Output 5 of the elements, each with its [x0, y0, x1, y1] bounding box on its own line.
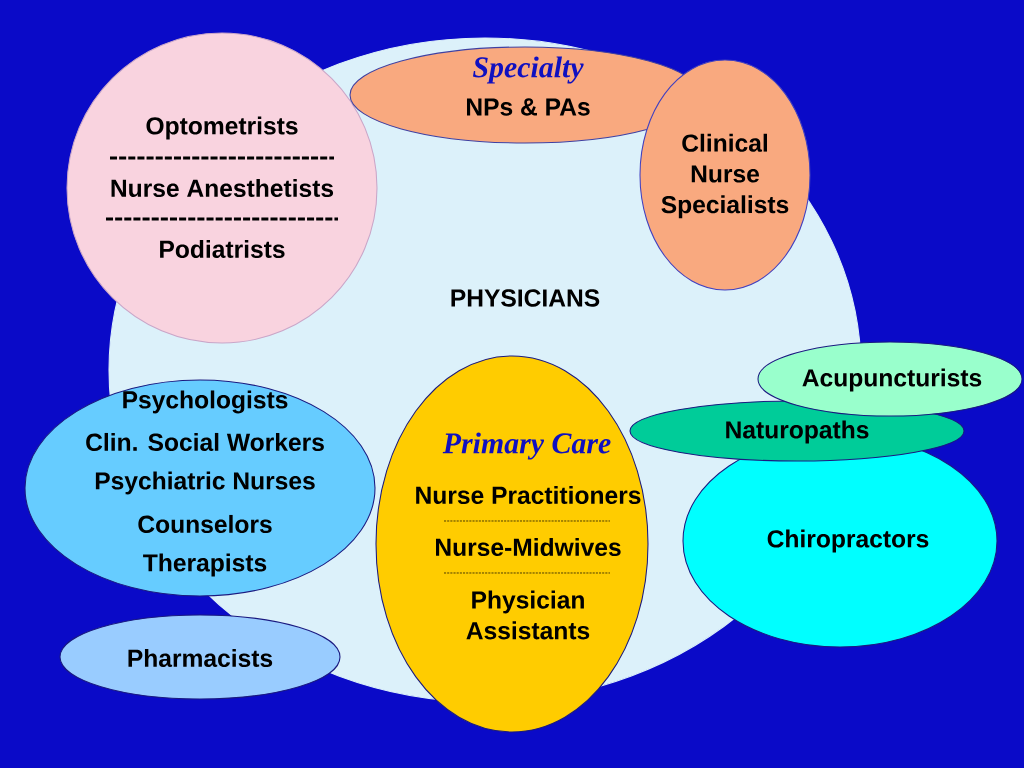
- oval-bubble: Primary Care Nurse Practitioners Nurse-Midwives Physician Assistants: [375, 355, 649, 733]
- oval-bubble: Pharmacists: [59, 614, 341, 700]
- oval-bubble: Psychologists Clin. Social Workers Psychiatric Nurses Counselors Therapists: [24, 379, 376, 597]
- oval-bubble: Acupuncturists: [757, 341, 1023, 417]
- circle-bubble: Optometrists Nurse Anesthetists Podiatrists: [66, 32, 378, 344]
